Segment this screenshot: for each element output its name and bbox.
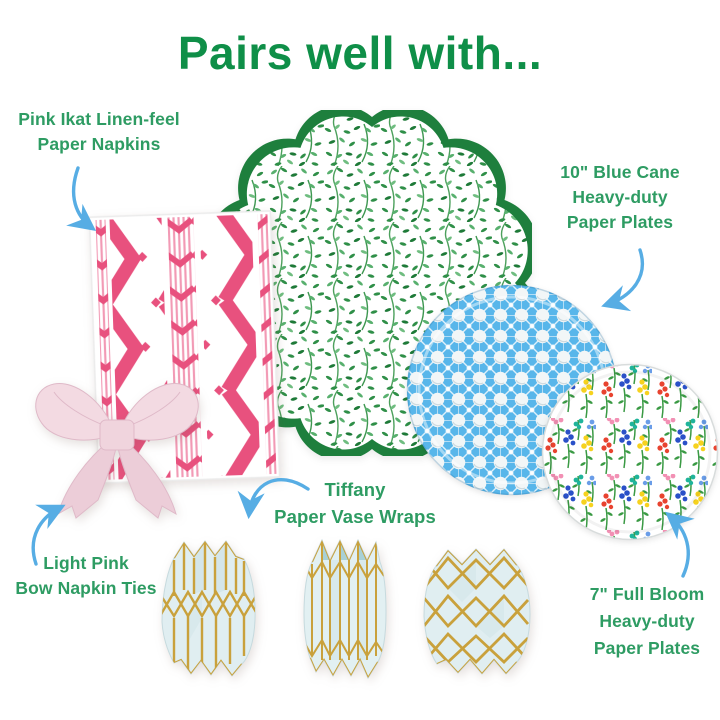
annotation-napkins: Pink Ikat Linen-feel Paper Napkins — [8, 107, 190, 157]
annotation-bow-ties: Light Pink Bow Napkin Ties — [0, 551, 172, 601]
vase-wrap-3 — [423, 548, 531, 675]
annotation-line: Paper Napkins — [37, 134, 161, 154]
annotation-line: 10" Blue Cane — [560, 162, 680, 182]
annotation-line: Heavy-duty — [599, 611, 695, 631]
pink-bow-napkin-tie-image — [35, 383, 199, 519]
annotation-line: Light Pink — [43, 553, 129, 573]
annotation-line: Paper Plates — [566, 212, 674, 232]
vase-wrap-1 — [161, 540, 256, 677]
annotation-line: Paper Plates — [593, 638, 701, 658]
annotation-floral-plates: 7" Full Bloom Heavy-duty Paper Plates — [558, 581, 720, 662]
annotation-line: Tiffany — [324, 479, 386, 500]
annotation-vase-wraps: Tiffany Paper Vase Wraps — [248, 476, 462, 530]
tiffany-vase-wraps-image — [161, 538, 531, 680]
annotation-line: Bow Napkin Ties — [15, 578, 157, 598]
page-title: Pairs well with... — [177, 27, 543, 79]
annotation-line: 7" Full Bloom — [589, 584, 705, 604]
annotation-line: Pink Ikat Linen-feel — [18, 109, 180, 129]
full-bloom-floral-plate-image — [541, 363, 719, 541]
vase-wrap-2 — [303, 538, 387, 680]
annotation-blue-plates: 10" Blue Cane Heavy-duty Paper Plates — [532, 160, 708, 235]
annotation-line: Paper Vase Wraps — [274, 506, 436, 527]
annotation-line: Heavy-duty — [572, 187, 668, 207]
